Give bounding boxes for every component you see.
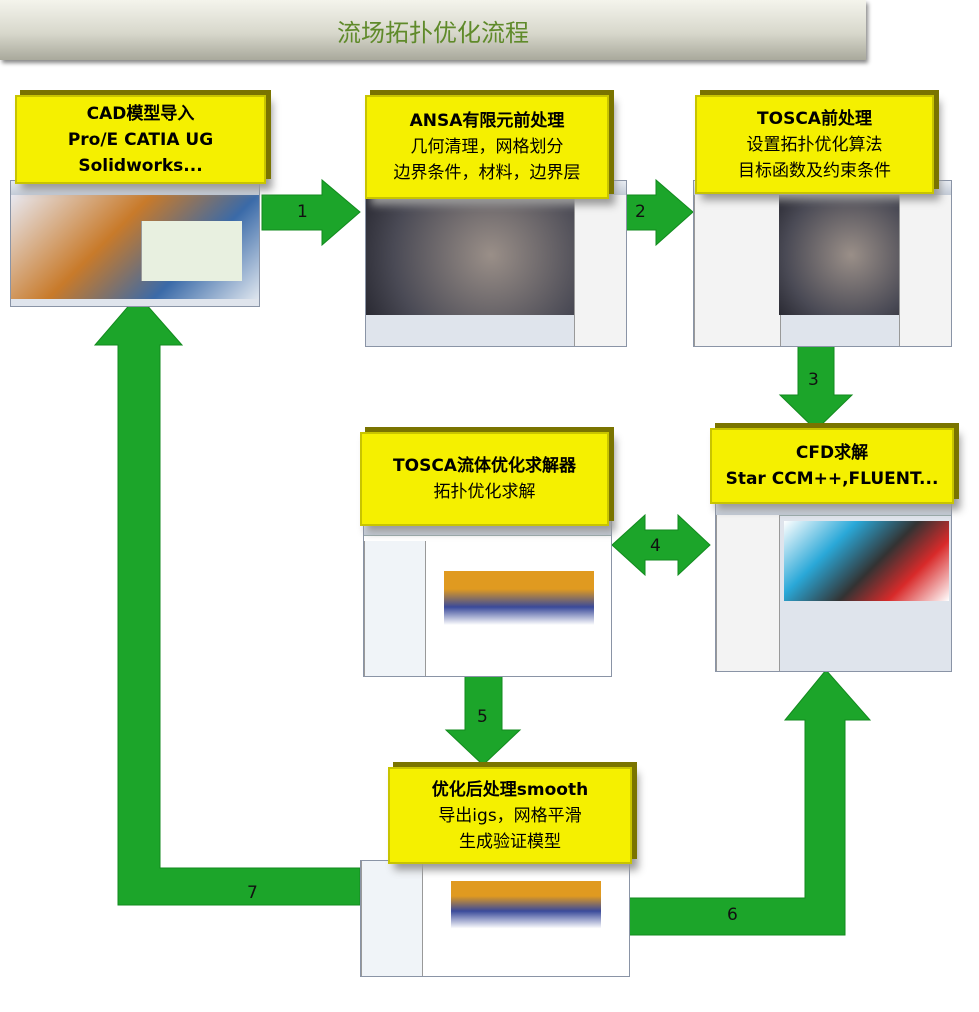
arrow-label-7: 7 <box>247 883 258 903</box>
arrow-label-3: 3 <box>808 370 819 390</box>
arrow-label-4: 4 <box>650 536 661 556</box>
cad-screenshot <box>10 180 260 307</box>
page-title: 流场拓扑优化流程 <box>0 0 866 60</box>
step-desc: Pro/E CATIA UG Solidworks... <box>67 129 214 176</box>
step-desc: 生成验证模型 <box>459 831 561 852</box>
arrow-6 <box>627 669 872 936</box>
smooth-screenshot <box>360 860 630 977</box>
step-desc: 导出igs，网格平滑 <box>438 805 582 826</box>
arrow-7 <box>93 294 361 906</box>
step-desc: Star CCM++,FLUENT... <box>725 469 939 489</box>
step-title: TOSCA流体优化求解器 <box>393 456 576 476</box>
step-title: ANSA有限元前处理 <box>409 111 565 131</box>
arrow-3 <box>778 344 854 431</box>
step-title: TOSCA前处理 <box>757 108 872 129</box>
arrow-label-6: 6 <box>727 905 738 925</box>
step-smooth: 优化后处理smooth 导出igs，网格平滑 生成验证模型 <box>388 767 632 864</box>
step-cad-import: CAD模型导入 Pro/E CATIA UG Solidworks... <box>15 95 266 184</box>
step-title: CFD求解 <box>795 443 869 463</box>
step-tosca-solver: TOSCA流体优化求解器 拓扑优化求解 <box>360 432 609 526</box>
step-cfd: CFD求解 Star CCM++,FLUENT... <box>710 428 954 504</box>
arrow-4 <box>611 513 711 577</box>
step-desc: 几何清理，网格划分 <box>410 137 564 157</box>
step-desc: 设置拓扑优化算法 <box>746 134 883 155</box>
tosca-solver-screenshot <box>363 520 612 677</box>
cfd-screenshot <box>715 500 952 672</box>
arrow-label-5: 5 <box>477 707 488 727</box>
step-desc: 拓扑优化求解 <box>433 482 536 502</box>
arrow-5 <box>444 674 522 766</box>
step-title: 优化后处理smooth <box>431 779 589 800</box>
arrow-label-2: 2 <box>635 202 646 222</box>
tosca-pre-screenshot <box>693 180 952 347</box>
step-desc: 边界条件，材料，边界层 <box>393 163 581 183</box>
step-tosca-pre: TOSCA前处理 设置拓扑优化算法 目标函数及约束条件 <box>695 95 934 194</box>
step-ansa: ANSA有限元前处理 几何清理，网格划分 边界条件，材料，边界层 <box>365 95 609 199</box>
arrow-label-1: 1 <box>297 202 308 222</box>
ansa-screenshot <box>365 180 627 347</box>
arrow-1 <box>261 178 361 247</box>
step-desc: 目标函数及约束条件 <box>738 160 891 181</box>
step-title: CAD模型导入 <box>86 103 195 124</box>
